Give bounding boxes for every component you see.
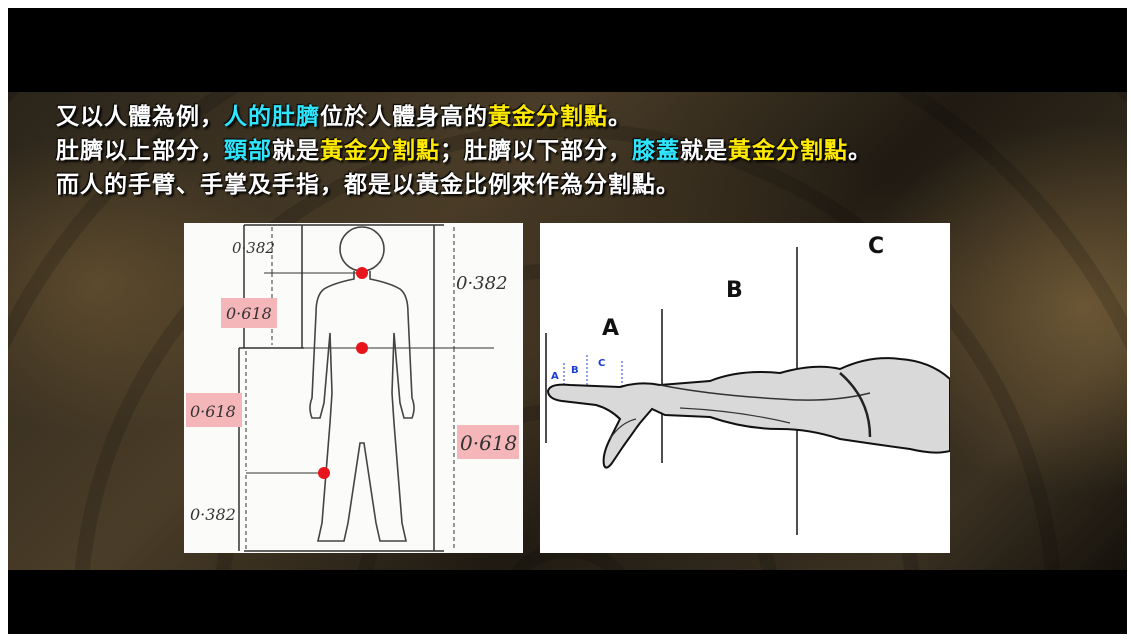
text-line-2: 肚臍以上部分，頸部就是黃金分割點；肚臍以下部分，膝蓋就是黃金分割點。 bbox=[56, 134, 872, 168]
label-bg-3 bbox=[457, 425, 519, 459]
text-line-3: 而人的手臂、手掌及手指，都是以黃金比例來作為分割點。 bbox=[56, 168, 872, 202]
text-segment: 頸部 bbox=[224, 138, 272, 164]
label-c-small: C bbox=[598, 358, 605, 369]
navel-marker bbox=[356, 342, 368, 354]
text-segment: 又以人體為例， bbox=[56, 104, 224, 130]
text-segment: 。 bbox=[848, 138, 872, 164]
letterbox-bottom bbox=[8, 570, 1127, 634]
text-segment: 。 bbox=[608, 104, 632, 130]
label-mid-left: 0·618 bbox=[190, 402, 236, 421]
arm-proportion-diagram: A B C A B C bbox=[540, 223, 950, 553]
text-segment: ；肚臍以下部分， bbox=[440, 138, 632, 164]
text-segment: 人的肚臍 bbox=[224, 104, 320, 130]
text-segment: 黃金分割點 bbox=[320, 138, 440, 164]
text-segment: 肚臍以上部分， bbox=[56, 138, 224, 164]
label-C: C bbox=[868, 234, 884, 259]
text-segment: 而人的手臂、手掌及手指，都是以黃金比例來作為分割點。 bbox=[56, 172, 680, 198]
label-A: A bbox=[602, 316, 619, 341]
label-a-small: A bbox=[551, 371, 559, 382]
arm-drawing bbox=[546, 357, 950, 469]
text-line-1: 又以人體為例，人的肚臍位於人體身高的黃金分割點。 bbox=[56, 100, 872, 134]
label-bottom-left: 0·382 bbox=[190, 505, 236, 524]
body-proportion-diagram: 0·382 0·618 0·382 0·618 0·618 0·382 bbox=[184, 223, 523, 553]
text-segment: 黃金分割點 bbox=[488, 104, 608, 130]
label-bg-1 bbox=[221, 298, 277, 328]
label-B: B bbox=[726, 278, 743, 303]
label-top-left: 0·382 bbox=[232, 239, 275, 257]
neck-marker bbox=[356, 267, 368, 279]
label-top-right: 0·382 bbox=[456, 273, 508, 294]
label-mid-right: 0·618 bbox=[460, 431, 517, 455]
slide-text: 又以人體為例，人的肚臍位於人體身高的黃金分割點。 肚臍以上部分，頸部就是黃金分割… bbox=[56, 100, 872, 202]
label-top-left-lower: 0·618 bbox=[226, 304, 272, 323]
text-segment: 黃金分割點 bbox=[728, 138, 848, 164]
text-segment: 就是 bbox=[680, 138, 728, 164]
label-b-small: B bbox=[571, 365, 579, 376]
text-segment: 膝蓋 bbox=[632, 138, 680, 164]
label-bg-2 bbox=[186, 393, 242, 427]
text-segment: 位於人體身高的 bbox=[320, 104, 488, 130]
knee-marker bbox=[318, 467, 330, 479]
text-segment: 就是 bbox=[272, 138, 320, 164]
